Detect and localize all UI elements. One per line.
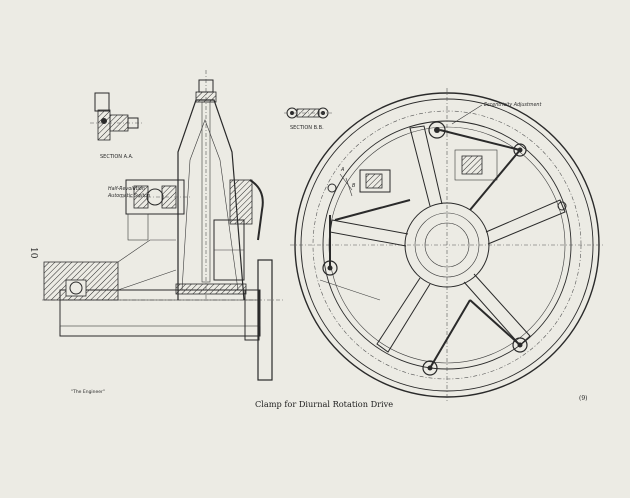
page-number: 10 <box>28 247 38 259</box>
marker-b-label: B <box>352 183 356 189</box>
wheel-front-view <box>290 88 604 402</box>
pivot-blocks <box>322 121 567 376</box>
section-bb-detail <box>284 107 332 119</box>
section-aa-label: SECTION A.A. <box>100 154 134 160</box>
marker-a-label: A <box>340 167 345 173</box>
eccentricity-label: Eccentricity Adjustment <box>484 102 542 108</box>
figure-mark: (9) <box>579 395 588 402</box>
engineer-credit: "The Engineer" <box>71 389 105 395</box>
section-bb-label: SECTION B.B. <box>290 125 324 131</box>
figure-caption: Clamp for Diurnal Rotation Drive <box>255 399 393 409</box>
switch-label-line1: Half-Revolution <box>108 186 145 192</box>
side-elevation <box>42 70 285 381</box>
switch-label-line2: Automatic Switch <box>107 193 150 199</box>
section-aa-detail <box>90 92 142 141</box>
